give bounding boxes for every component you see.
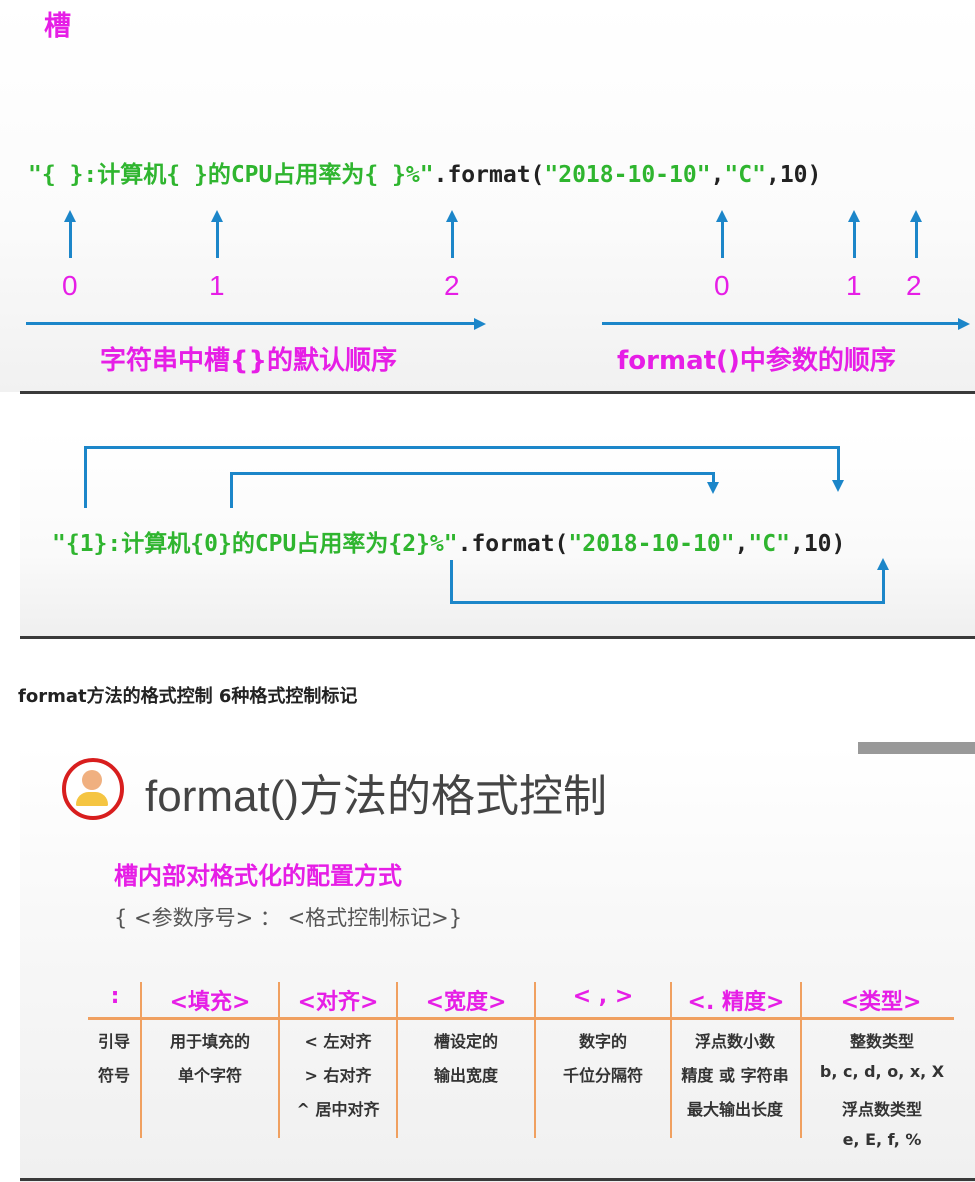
column-text: 浮点数类型 <box>841 1100 922 1119</box>
column-divider <box>670 982 672 1138</box>
arrow-shaft <box>69 220 72 258</box>
arg-index-0: 0 <box>714 270 730 301</box>
column-text: 精度 或 字符串 <box>681 1066 789 1085</box>
arrow-up-icon <box>877 558 889 570</box>
column-text: 槽设定的 <box>433 1032 498 1051</box>
caption-slot-order: 字符串中槽{}的默认顺序 <box>100 346 398 376</box>
connector-line <box>84 446 840 449</box>
slot-index-0: 0 <box>62 270 78 301</box>
slide-title: format()方法的格式控制 <box>145 772 607 821</box>
column-divider <box>800 982 802 1138</box>
column-text: 最大输出长度 <box>686 1100 783 1119</box>
column-text: 数字的 <box>578 1032 627 1051</box>
arrow-up-icon <box>848 210 860 222</box>
column-head-colon: : <box>110 984 120 1009</box>
order-arrow-line <box>26 322 476 325</box>
avatar-head <box>82 770 102 790</box>
arrow-up-icon <box>716 210 728 222</box>
panel-divider <box>20 1178 975 1181</box>
column-text: b, c, d, o, x, X <box>819 1062 945 1081</box>
column-text: < 左对齐 <box>304 1032 372 1051</box>
column-divider <box>278 982 280 1138</box>
arrow-shaft <box>451 220 454 258</box>
column-text: 引导 <box>97 1032 130 1051</box>
slot-index-1: 1 <box>209 270 225 301</box>
order-arrow-line <box>602 322 960 325</box>
arrow-down-icon <box>832 480 844 492</box>
table-header-rule <box>88 1017 954 1020</box>
connector-line <box>450 601 885 604</box>
connector-line <box>882 568 885 604</box>
arrow-up-icon <box>211 210 223 222</box>
column-head-width: <宽度> <box>425 990 507 1015</box>
column-text: ^ 居中对齐 <box>296 1100 380 1119</box>
connector-line <box>837 446 840 482</box>
column-text: 浮点数小数 <box>694 1032 775 1051</box>
connector-line <box>84 446 87 508</box>
column-head-type: <类型> <box>840 990 922 1015</box>
arrow-down-icon <box>707 482 719 494</box>
arg-index-1: 1 <box>846 270 862 301</box>
column-head-align: <对齐> <box>297 990 379 1015</box>
connector-line <box>712 472 715 484</box>
arg-index-2: 2 <box>906 270 922 301</box>
arrow-shaft <box>915 220 918 258</box>
connector-line <box>230 472 233 508</box>
column-head-fill: <填充> <box>169 990 251 1015</box>
watermark-logo <box>858 742 975 754</box>
arrow-right-icon <box>474 318 486 330</box>
connector-line <box>230 472 715 475</box>
slot-index-2: 2 <box>444 270 460 301</box>
code-line-explicit-order: "{1}:计算机{0}的CPU占用率为{2}%".format("2018-10… <box>52 531 846 557</box>
slot-order-panel <box>0 0 975 392</box>
column-text: 符号 <box>97 1066 130 1085</box>
connector-line <box>450 560 453 604</box>
column-text: 千位分隔符 <box>562 1066 643 1085</box>
column-text: 用于填充的 <box>169 1032 250 1051</box>
column-text: > 右对齐 <box>304 1066 372 1085</box>
column-divider <box>396 982 398 1138</box>
arrow-up-icon <box>446 210 458 222</box>
arrow-up-icon <box>910 210 922 222</box>
column-text: 整数类型 <box>849 1032 914 1051</box>
code-line-default-order: "{ }:计算机{ }的CPU占用率为{ }%".format("2018-10… <box>28 162 822 188</box>
arrow-shaft <box>216 220 219 258</box>
section-heading: format方法的格式控制 6种格式控制标记 <box>18 686 358 707</box>
arrow-shaft <box>853 220 856 258</box>
arrow-right-icon <box>958 318 970 330</box>
column-head-precision: <. 精度> <box>687 990 785 1015</box>
avatar-body <box>76 792 108 806</box>
column-text: e, E, f, % <box>842 1130 922 1149</box>
panel-divider <box>20 391 975 394</box>
panel-divider <box>20 636 975 639</box>
column-divider <box>140 982 142 1138</box>
column-text: 输出宽度 <box>433 1066 498 1085</box>
column-head-comma: < , > <box>572 984 634 1009</box>
slot-title: 槽 <box>44 11 71 42</box>
caption-arg-order: format()中参数的顺序 <box>617 346 896 376</box>
slide-subtitle: 槽内部对格式化的配置方式 <box>114 862 402 890</box>
arrow-up-icon <box>64 210 76 222</box>
column-divider <box>534 982 536 1138</box>
format-control-slide <box>20 745 975 1182</box>
arrow-shaft <box>721 220 724 258</box>
column-text: 单个字符 <box>177 1066 242 1085</box>
slot-syntax: { <参数序号> ： <格式控制标记>} <box>114 906 463 930</box>
